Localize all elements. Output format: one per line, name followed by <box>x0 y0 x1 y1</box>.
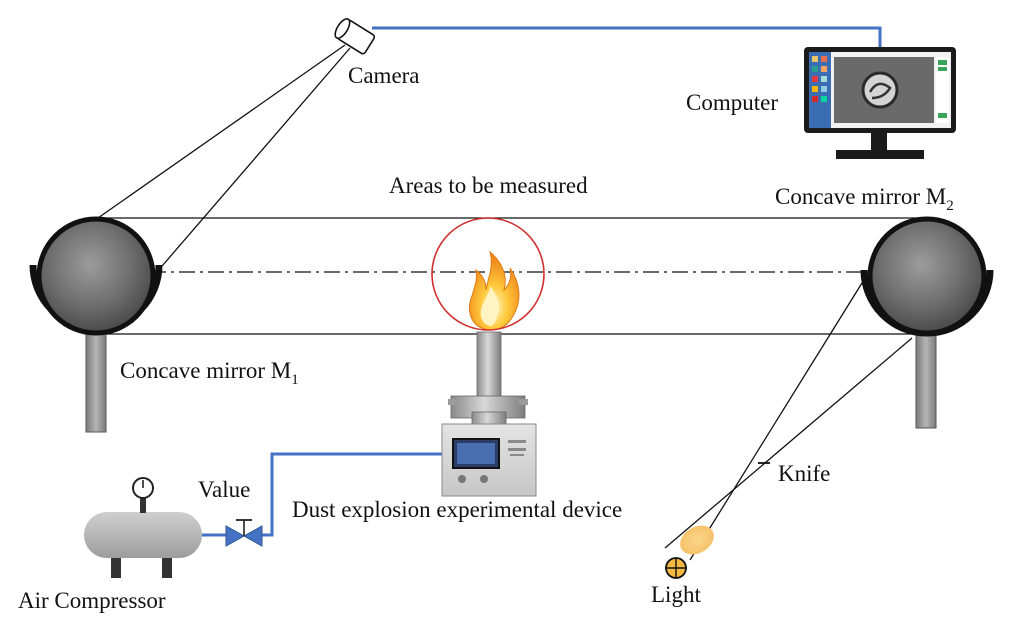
device-tube <box>476 331 502 403</box>
screen-icon-10 <box>821 96 827 102</box>
mirror-m1-label: Concave mirror M1 <box>120 358 299 388</box>
device-screen-glow <box>457 443 495 464</box>
screen-icon-8 <box>821 86 827 92</box>
screen-icon-2 <box>821 56 827 62</box>
screen-schlieren-image <box>861 71 899 109</box>
screen-icon-1 <box>812 56 818 62</box>
device-clamp-bolt-l <box>448 399 458 405</box>
camera-lens <box>334 18 351 40</box>
screen-icon-3 <box>812 66 818 72</box>
screen-icon-6 <box>821 76 827 82</box>
computer-label: Computer <box>686 90 778 115</box>
light-ray-2 <box>664 337 913 549</box>
screen-right-panel <box>936 57 949 123</box>
concave-mirror-m2 <box>860 216 994 429</box>
mirror-m2-stand <box>915 331 937 429</box>
optical-paths <box>97 44 930 561</box>
flame-core <box>480 286 500 326</box>
measurement-area <box>431 217 545 331</box>
camera-ray-1 <box>97 44 346 219</box>
measure-circle <box>431 217 545 331</box>
screen-icon-4 <box>821 66 827 72</box>
valve-triangle-right <box>242 525 263 547</box>
screen-icon-7 <box>812 86 818 92</box>
light-ray-1 <box>689 282 863 561</box>
light-label: Light <box>651 582 701 607</box>
camera-label: Camera <box>348 63 420 88</box>
screen-green-btn-3 <box>938 113 947 118</box>
concave-mirror-m1 <box>29 216 163 433</box>
mirror-m1-subscript: 1 <box>291 372 299 388</box>
camera <box>334 18 376 55</box>
screen-green-btn-2 <box>938 67 947 71</box>
dust-explosion-device <box>441 331 537 497</box>
mirror-m1-text: Concave mirror M <box>120 358 291 383</box>
compressor-leg-r <box>162 552 172 578</box>
light-beam-spot <box>680 525 714 555</box>
mirror-m2-text: Concave mirror M <box>775 184 946 209</box>
device-label-1 <box>508 440 526 443</box>
mirror-m2-disc <box>867 216 987 336</box>
areas-label: Areas to be measured <box>389 173 588 198</box>
connections <box>200 26 882 537</box>
device-label-2 <box>508 448 526 451</box>
device-clamp-bolt-r <box>518 399 528 405</box>
compressor-tank <box>84 512 202 558</box>
camera-ray-2 <box>149 47 351 281</box>
mirror-m2-subscript: 2 <box>946 198 954 214</box>
compressor-valve-stem <box>140 497 146 513</box>
valve-triangle-left <box>225 525 246 547</box>
valve-icon <box>225 519 263 547</box>
air-pipe-2 <box>262 452 444 537</box>
air-compressor <box>84 477 202 578</box>
air-compressor-label: Air Compressor <box>18 588 166 613</box>
device-knob-2 <box>480 475 488 483</box>
screen-icon-5 <box>812 76 818 82</box>
light-source <box>665 525 714 579</box>
mirror-m1-stand <box>85 331 107 433</box>
screen-schlieren-detail <box>868 82 892 100</box>
device-knob-1 <box>458 475 466 483</box>
computer-monitor <box>804 47 956 159</box>
screen-green-btn-1 <box>938 60 947 65</box>
value-label: Value <box>198 477 250 502</box>
mirror-m2-label: Concave mirror M2 <box>775 184 954 214</box>
screen-icon-9 <box>812 96 818 102</box>
monitor-neck <box>871 133 887 151</box>
device-label-3 <box>510 454 524 456</box>
monitor-base <box>836 150 924 159</box>
device-label: Dust explosion experimental device <box>292 497 622 522</box>
mirror-m1-disc <box>36 216 156 336</box>
compressor-leg-l <box>111 552 121 578</box>
knife-label: Knife <box>778 461 830 486</box>
camera-computer-cable <box>372 26 882 48</box>
